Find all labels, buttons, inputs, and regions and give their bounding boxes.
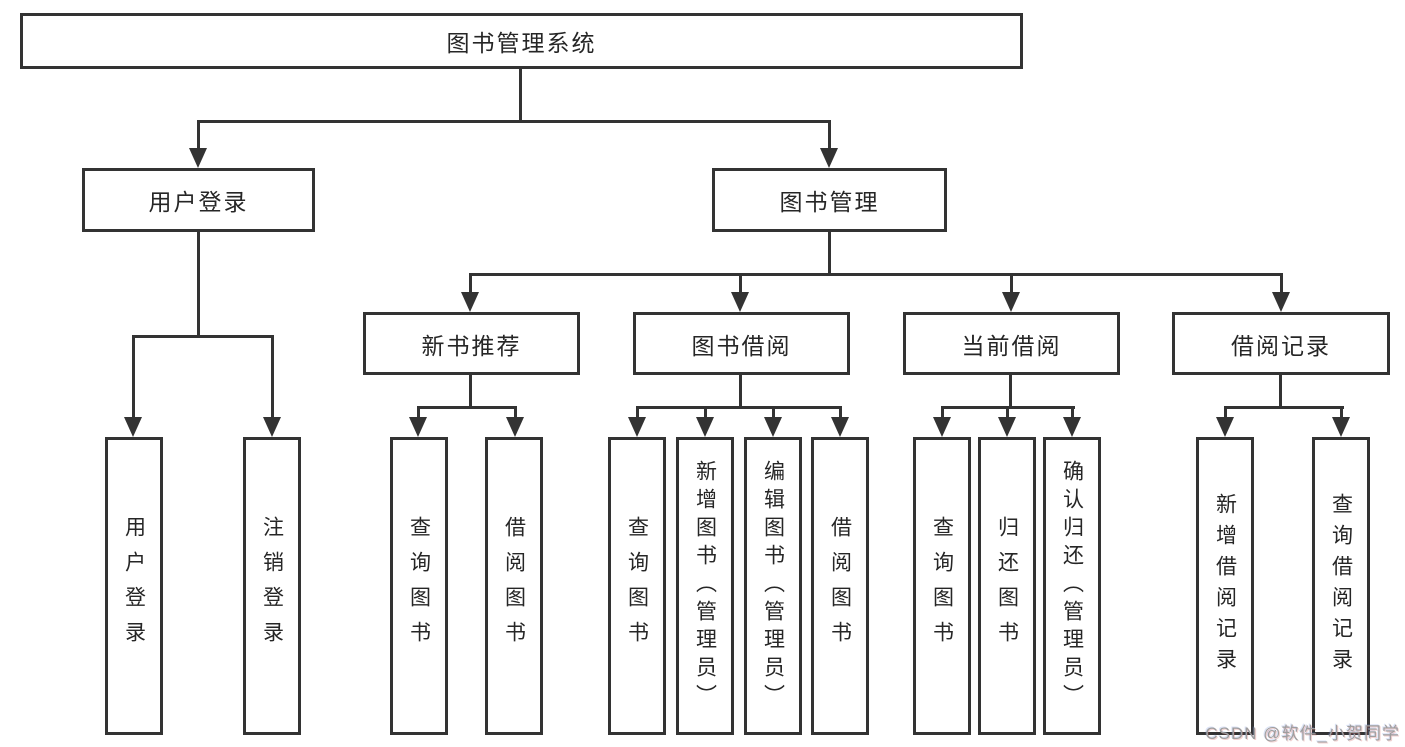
connector-line — [417, 406, 517, 409]
node-label: 新书推荐 — [421, 332, 522, 359]
arrow-down-icon — [263, 417, 281, 437]
leaf-borrow-book: 借阅图书 — [811, 437, 869, 735]
connector-line — [519, 69, 522, 120]
leaf-label: 注销登录 — [260, 516, 284, 656]
leaf-return-book: 归还图书 — [978, 437, 1036, 735]
connector-line — [1223, 406, 1227, 421]
leaf-label: 新增借阅记录 — [1213, 493, 1237, 679]
node-book-management: 图书管理 — [712, 168, 947, 232]
arrow-down-icon — [461, 292, 479, 312]
connector-line — [513, 406, 517, 421]
node-label: 图书管理系统 — [446, 30, 597, 56]
connector-line — [469, 273, 1283, 276]
arrow-down-icon — [506, 417, 524, 437]
connector-line — [1009, 375, 1012, 406]
leaf-label: 编辑图书（管理员） — [761, 460, 785, 712]
leaf-add-borrow-record: 新增借阅记录 — [1196, 437, 1254, 735]
node-label: 图书管理 — [779, 189, 880, 215]
connector-line — [838, 406, 842, 421]
leaf-label: 借阅图书 — [502, 516, 526, 656]
leaf-query-book-current: 查询图书 — [913, 437, 971, 735]
connector-line — [738, 273, 742, 296]
leaf-label: 查询借阅记录 — [1329, 493, 1353, 679]
arrow-down-icon — [820, 148, 838, 168]
leaf-label: 确认归还（管理员） — [1060, 460, 1084, 712]
arrow-down-icon — [1332, 417, 1350, 437]
connector-line — [197, 120, 831, 123]
leaf-query-book-recommend: 查询图书 — [390, 437, 448, 735]
connector-line — [1279, 375, 1282, 406]
leaf-logout: 注销登录 — [243, 437, 301, 735]
node-label: 当前借阅 — [961, 332, 1062, 359]
arrow-down-icon — [1063, 417, 1081, 437]
arrow-down-icon — [124, 417, 142, 437]
arrow-down-icon — [1272, 292, 1290, 312]
leaf-add-book-admin: 新增图书（管理员） — [676, 437, 734, 735]
leaf-query-borrow-record: 查询借阅记录 — [1312, 437, 1370, 735]
node-label: 借阅记录 — [1231, 332, 1331, 359]
connector-line — [771, 406, 775, 421]
connector-line — [635, 406, 639, 421]
arrow-down-icon — [764, 417, 782, 437]
arrow-down-icon — [409, 417, 427, 437]
arrow-down-icon — [628, 417, 646, 437]
connector-line — [828, 232, 831, 273]
connector-line — [416, 406, 420, 421]
connector-line — [1009, 273, 1013, 296]
node-user-login: 用户登录 — [82, 168, 315, 232]
connector-line — [270, 335, 274, 421]
node-library-management-system: 图书管理系统 — [20, 13, 1023, 69]
connector-line — [940, 406, 944, 421]
watermark: CSDN @软件_小贺同学 — [1205, 724, 1400, 743]
leaf-label: 新增图书（管理员） — [693, 460, 717, 712]
connector-line — [196, 120, 200, 152]
connector-line — [827, 120, 831, 152]
arrow-down-icon — [831, 417, 849, 437]
arrow-down-icon — [189, 148, 207, 168]
connector-line — [1279, 273, 1283, 296]
connector-line — [468, 273, 472, 296]
connector-line — [1070, 406, 1074, 421]
arrow-down-icon — [1002, 292, 1020, 312]
node-new-book-recommend: 新书推荐 — [363, 312, 580, 375]
connector-line — [1339, 406, 1343, 421]
leaf-label: 借阅图书 — [828, 516, 852, 656]
connector-line — [197, 232, 200, 335]
leaf-query-book-borrow: 查询图书 — [608, 437, 666, 735]
connector-line — [739, 375, 742, 406]
node-current-borrow: 当前借阅 — [903, 312, 1120, 375]
leaf-label: 查询图书 — [625, 516, 649, 656]
arrow-down-icon — [1216, 417, 1234, 437]
connector-line — [469, 375, 472, 406]
connector-line — [1005, 406, 1009, 421]
arrow-down-icon — [696, 417, 714, 437]
node-book-borrow: 图书借阅 — [633, 312, 850, 375]
connector-line — [703, 406, 707, 421]
leaf-label: 查询图书 — [407, 516, 431, 656]
node-label: 图书借阅 — [691, 332, 792, 359]
leaf-label: 归还图书 — [995, 516, 1019, 656]
leaf-label: 查询图书 — [930, 516, 954, 656]
connector-line — [636, 406, 842, 409]
arrow-down-icon — [933, 417, 951, 437]
connector-line — [1224, 406, 1344, 409]
leaf-edit-book-admin: 编辑图书（管理员） — [744, 437, 802, 735]
node-label: 用户登录 — [148, 189, 249, 215]
node-borrow-record: 借阅记录 — [1172, 312, 1390, 375]
arrow-down-icon — [998, 417, 1016, 437]
connector-line — [131, 335, 135, 421]
leaf-confirm-return-admin: 确认归还（管理员） — [1043, 437, 1101, 735]
leaf-label: 用户登录 — [122, 516, 146, 656]
leaf-borrow-book-recommend: 借阅图书 — [485, 437, 543, 735]
connector-line — [132, 335, 274, 338]
leaf-user-login: 用户登录 — [105, 437, 163, 735]
arrow-down-icon — [731, 292, 749, 312]
